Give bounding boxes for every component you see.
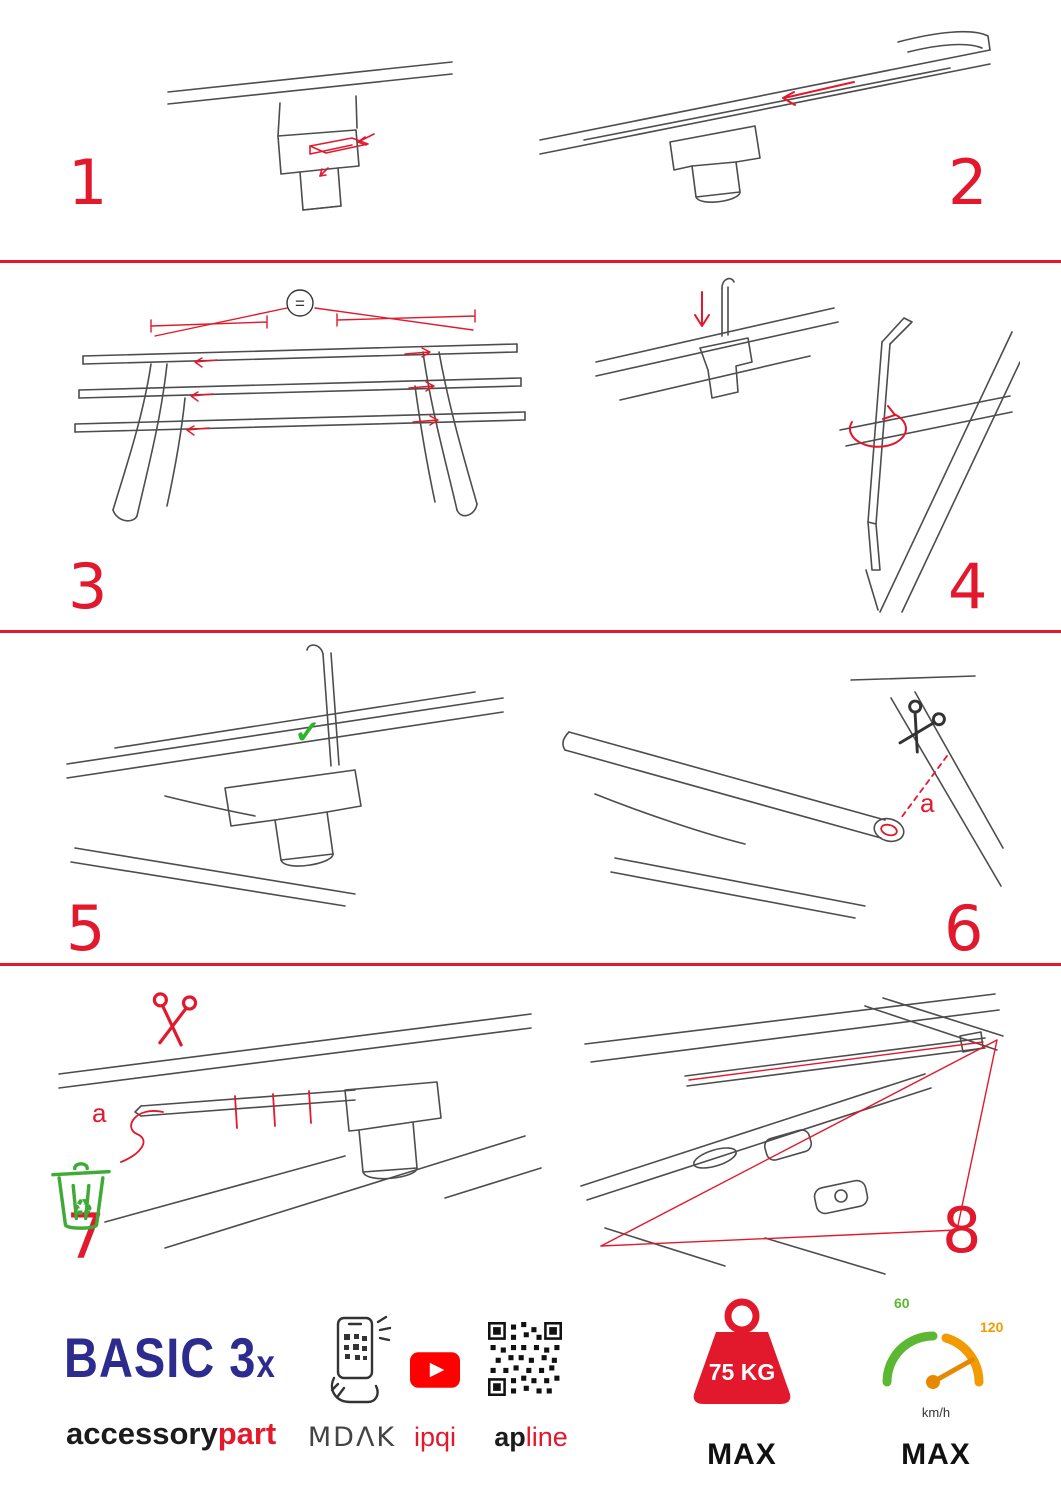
step-5-illustration [66,644,504,907]
step-6-label-a: a [920,788,935,818]
product-logo: BASIC 3x [64,1330,276,1385]
step-8-illustration [580,993,1004,1275]
check-icon: ✓ [294,714,321,750]
weight-max-label: MAX [707,1438,777,1471]
speedometer-icon [882,1331,984,1389]
product-quantity: x [256,1341,276,1386]
step-1-number: 1 [68,146,108,219]
speed-max-label: MAX [901,1438,971,1471]
max-speed-block: 60 120 km/h MAX [868,1294,1004,1470]
equal-spacing-symbol: = [295,294,305,313]
youtube-icon [410,1352,460,1388]
trash-icon [51,1162,111,1230]
step-2-number: 2 [948,146,988,219]
mdak-logo: MDΛK [307,1422,397,1453]
max-load-block: 75 KG MAX [668,1294,816,1470]
section-divider [0,630,1061,633]
weight-value: 75 KG [709,1359,775,1385]
scissors-icon [152,992,198,1047]
step-2-illustration [539,30,991,203]
recycle-icon: ♻ [72,1194,94,1222]
speed-120-label: 120 [980,1319,1004,1335]
speed-unit-label: km/h [921,1405,951,1420]
step-6-illustration [562,675,1004,919]
step-4-illustration [595,277,1020,613]
step-6-number: 6 [944,892,984,965]
apline-logo: apline [494,1422,568,1452]
section-divider [0,260,1061,263]
step-7-illustration [58,1013,542,1249]
step-3-illustration: = [74,289,526,522]
step-3-number: 3 [68,550,108,623]
ipqi-logo: ipqi [413,1422,457,1452]
step-7-label-a: a [92,1098,107,1128]
product-name: BASIC 3 [64,1326,257,1389]
brand-wordmark: accessorypart [66,1416,277,1451]
section-divider [0,963,1061,966]
step-4-number: 4 [948,550,988,623]
scissors-icon [898,699,946,754]
step-1-illustration [167,61,453,211]
weight-limit-icon: 75 KG [693,1298,791,1404]
step-5-number: 5 [66,892,106,965]
phone-scan-icon [330,1315,392,1404]
qr-code [488,1322,562,1396]
speed-60-label: 60 [894,1295,910,1311]
